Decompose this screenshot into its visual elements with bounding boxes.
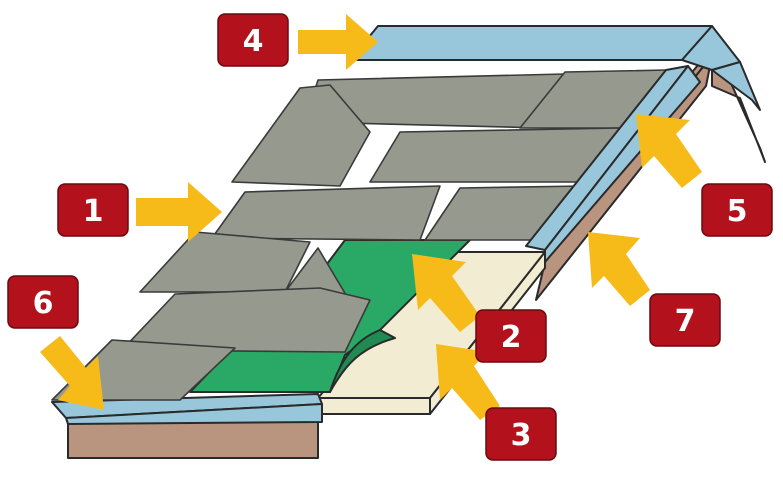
badge-5: 5 — [701, 183, 773, 237]
badge-2-label: 2 — [501, 320, 522, 355]
badge-7: 7 — [649, 293, 721, 347]
side-edge-flashing — [525, 65, 701, 263]
arrow-7-icon — [588, 232, 650, 306]
arrow-2-icon — [412, 254, 480, 332]
badge-6: 6 — [7, 275, 79, 329]
arrow-6-icon — [40, 336, 104, 410]
callout-arrows — [40, 14, 702, 420]
badge-6-label: 6 — [33, 286, 54, 321]
arrow-5-icon — [636, 114, 702, 188]
badge-1-label: 1 — [83, 194, 104, 229]
callout-badges: 4 1 6 5 2 7 3 — [7, 13, 773, 461]
badge-4: 4 — [217, 13, 289, 67]
badge-5-label: 5 — [727, 194, 748, 229]
badge-3: 3 — [485, 407, 557, 461]
badge-1: 1 — [57, 183, 129, 237]
ridge-flashing — [349, 25, 761, 111]
arrow-3-icon — [436, 344, 500, 420]
badge-2: 2 — [475, 309, 547, 363]
badge-4-label: 4 — [243, 24, 264, 59]
badge-7-label: 7 — [675, 304, 696, 339]
arrow-1-icon — [136, 182, 222, 242]
arrow-4-icon — [298, 14, 378, 70]
badge-3-label: 3 — [511, 418, 532, 453]
